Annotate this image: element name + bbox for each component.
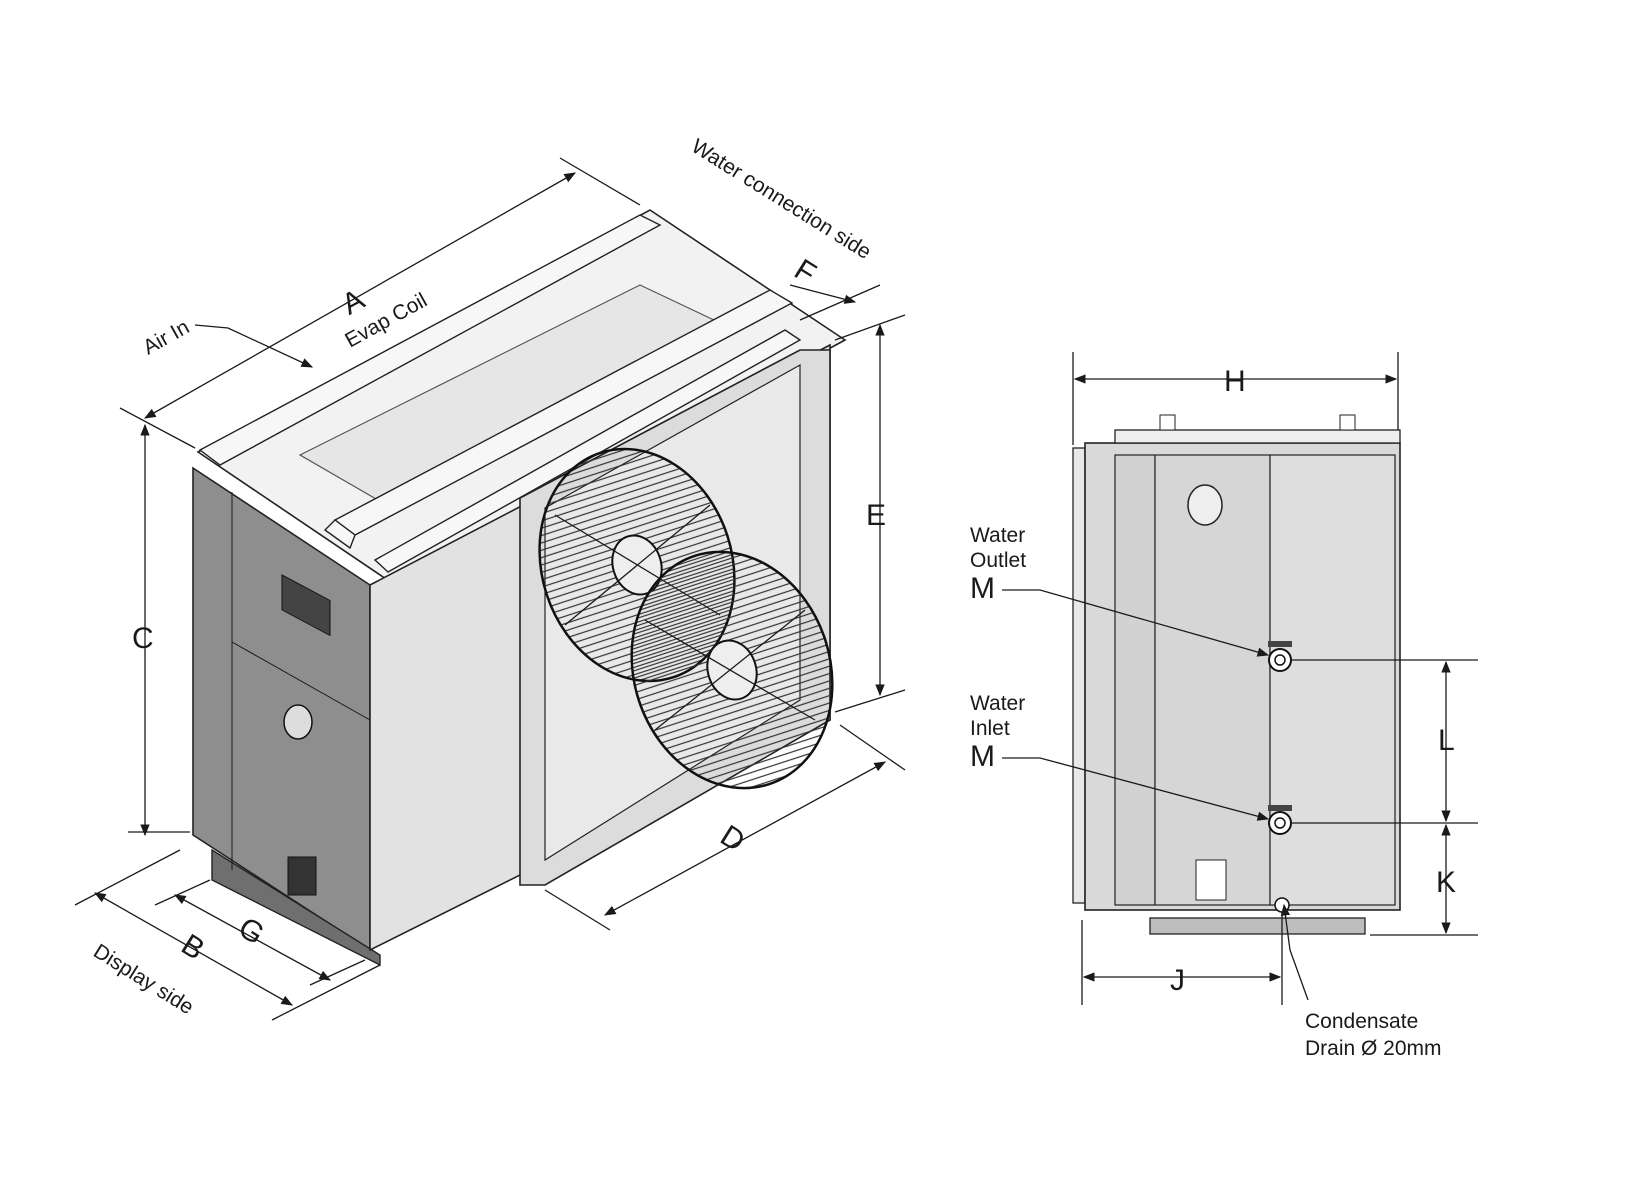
- coil-edge: [1072, 447, 1086, 904]
- water-inlet-fitting: [1268, 811, 1292, 835]
- rating-plate: [287, 856, 317, 896]
- svg-text:B: B: [176, 928, 210, 967]
- svg-text:F: F: [789, 253, 822, 291]
- water-outlet-label-1: Water: [970, 524, 1025, 547]
- air-in-arrow: [194, 324, 314, 368]
- svg-text:G: G: [233, 911, 270, 951]
- dimension-h: H: [1072, 352, 1399, 445]
- water-inlet-leader: [1002, 757, 1270, 821]
- water-outlet-label-2: Outlet: [970, 549, 1026, 572]
- logo-side: [1187, 484, 1223, 526]
- water-inlet-m: M: [970, 740, 995, 773]
- dimension-c: C: [128, 423, 190, 837]
- logo-dark-face: [283, 704, 313, 740]
- display-panel: [281, 574, 331, 637]
- water-outlet-m: M: [970, 572, 995, 605]
- side-top-rail: [1114, 429, 1401, 444]
- svg-text:J: J: [1170, 964, 1185, 997]
- dimension-e: E: [834, 314, 906, 713]
- condensate-label-1: Condensate: [1305, 1010, 1418, 1033]
- side-rating-plate: [1195, 859, 1227, 901]
- fan-lower: [630, 550, 834, 790]
- svg-text:H: H: [1224, 365, 1246, 398]
- isometric-view: A Evap Coil Air In Water connection side…: [74, 135, 906, 1021]
- water-inlet-label-1: Water: [970, 692, 1025, 715]
- water-outlet-fitting: [1268, 648, 1292, 672]
- dimension-j: J: [1081, 912, 1283, 1005]
- air-in-label: Air In: [139, 315, 193, 359]
- svg-text:A: A: [336, 283, 370, 322]
- dimension-k: K: [1370, 823, 1478, 936]
- condensate-label-2: Drain Ø 20mm: [1305, 1037, 1442, 1060]
- condensate-drain-fitting: [1274, 897, 1290, 913]
- side-base: [1149, 917, 1366, 935]
- condensate-leader: [1280, 903, 1309, 1001]
- dimension-l: L: [1290, 659, 1478, 824]
- svg-text:K: K: [1436, 866, 1456, 899]
- water-outlet-leader: [1002, 589, 1270, 657]
- water-inlet-label-2: Inlet: [970, 717, 1010, 740]
- svg-text:E: E: [866, 499, 886, 532]
- side-view: H J L K Water Outlet M Water Inlet: [970, 352, 1478, 1060]
- dimension-f: F: [789, 253, 881, 321]
- svg-text:C: C: [132, 622, 154, 655]
- water-connection-side-label: Water connection side: [687, 135, 875, 264]
- svg-text:L: L: [1438, 724, 1455, 757]
